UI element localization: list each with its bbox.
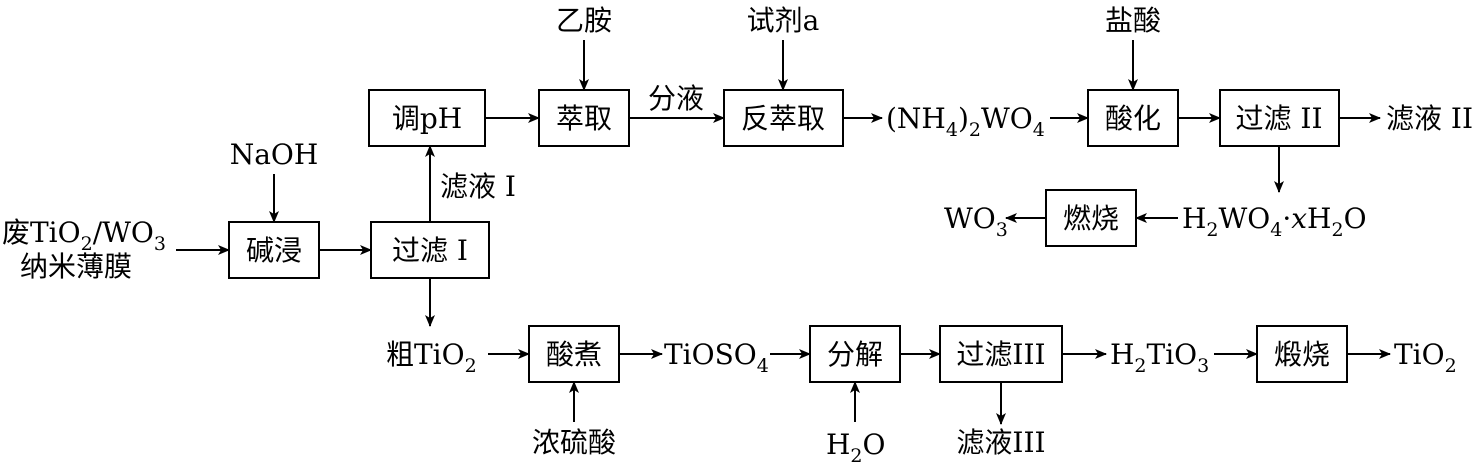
box-acid-boil-label: 酸煮: [546, 338, 602, 371]
sub: 2: [969, 119, 981, 141]
sub: 2: [1134, 355, 1146, 377]
label-liquid-separation: 分液: [648, 82, 704, 115]
sub: 2: [1445, 355, 1457, 377]
sub: 4: [757, 355, 769, 377]
label-ethylamine: 乙胺: [556, 4, 612, 37]
label-feed-line1: 废TiO2/WO3: [2, 216, 166, 255]
label-ammonium-tungstate: (NH4)2WO4: [886, 102, 1045, 141]
part: TiOSO: [664, 338, 757, 371]
sub: 2: [850, 445, 862, 466]
sub: 2: [1331, 219, 1343, 241]
sub: 4: [946, 119, 958, 141]
sub: 4: [1270, 219, 1282, 241]
part: TiO: [1394, 338, 1445, 371]
box-burn-label: 燃烧: [1063, 202, 1119, 235]
sub: 2: [465, 355, 477, 377]
part: H: [1307, 202, 1331, 235]
part: x: [1291, 202, 1307, 235]
label-feed-sub3: 3: [154, 233, 166, 255]
box-alkali-leach: 碱浸: [228, 221, 320, 279]
box-acidify-label: 酸化: [1105, 102, 1161, 135]
box-filter2-label: 过滤 II: [1235, 102, 1322, 135]
box-back-extract: 反萃取: [723, 89, 844, 147]
label-filtrate3: 滤液III: [956, 426, 1045, 459]
part: ): [958, 102, 969, 135]
part: O: [863, 428, 886, 461]
part: WO: [1219, 202, 1271, 235]
label-filtrate2: 滤液 II: [1386, 102, 1473, 135]
box-filter3-label: 过滤III: [956, 338, 1045, 371]
box-calcine: 煅烧: [1256, 325, 1348, 383]
sub: 2: [1206, 219, 1218, 241]
box-filter1-label: 过滤 I: [392, 234, 468, 267]
part: TiO: [1147, 338, 1198, 371]
label-feed-sub2-a: 2: [81, 233, 93, 255]
label-tungstic-acid-hydrate: H2WO4·xH2O: [1182, 202, 1367, 241]
label-feed-slash-wo: /WO: [93, 216, 154, 249]
box-alkali-leach-label: 碱浸: [246, 234, 302, 267]
label-h2tio3: H2TiO3: [1110, 338, 1209, 377]
label-feed-line2: 纳米薄膜: [20, 250, 132, 283]
label-filtrate1: 滤液 I: [440, 170, 516, 203]
label-hydrochloric-acid: 盐酸: [1105, 4, 1161, 37]
part: H: [1182, 202, 1206, 235]
part: (NH: [886, 102, 946, 135]
box-acidify: 酸化: [1087, 89, 1179, 147]
part: WO: [981, 102, 1033, 135]
label-wo3: WO3: [944, 202, 1008, 241]
part: H: [826, 428, 850, 461]
box-filter2: 过滤 II: [1219, 89, 1340, 147]
box-adjust-ph: 调pH: [368, 89, 486, 147]
part: H: [1110, 338, 1134, 371]
part: 粗TiO: [386, 338, 465, 371]
label-conc-sulfuric-acid: 浓硫酸: [532, 426, 616, 459]
box-filter1: 过滤 I: [370, 221, 490, 279]
box-extract: 萃取: [538, 89, 630, 147]
box-burn: 燃烧: [1045, 189, 1137, 247]
part: O: [1344, 202, 1367, 235]
label-tioso4: TiOSO4: [664, 338, 769, 377]
label-tio2: TiO2: [1394, 338, 1457, 377]
sub: 3: [996, 219, 1008, 241]
box-calcine-label: 煅烧: [1274, 338, 1330, 371]
label-water: H2O: [826, 428, 885, 466]
box-back-extract-label: 反萃取: [741, 102, 825, 135]
label-feed-line1-tio: 废TiO: [2, 216, 81, 249]
label-naoh: NaOH: [230, 138, 319, 171]
box-filter3: 过滤III: [939, 325, 1063, 383]
part: ·: [1282, 202, 1291, 235]
label-crude-tio2: 粗TiO2: [386, 338, 477, 377]
sub: 3: [1197, 355, 1209, 377]
box-acid-boil: 酸煮: [528, 325, 620, 383]
box-extract-label: 萃取: [556, 102, 612, 135]
box-decompose-label: 分解: [827, 338, 883, 371]
box-adjust-ph-label: 调pH: [392, 102, 462, 135]
label-reagent-a: 试剂a: [747, 4, 820, 37]
sub: 4: [1033, 119, 1045, 141]
box-decompose: 分解: [809, 325, 901, 383]
part: WO: [944, 202, 996, 235]
